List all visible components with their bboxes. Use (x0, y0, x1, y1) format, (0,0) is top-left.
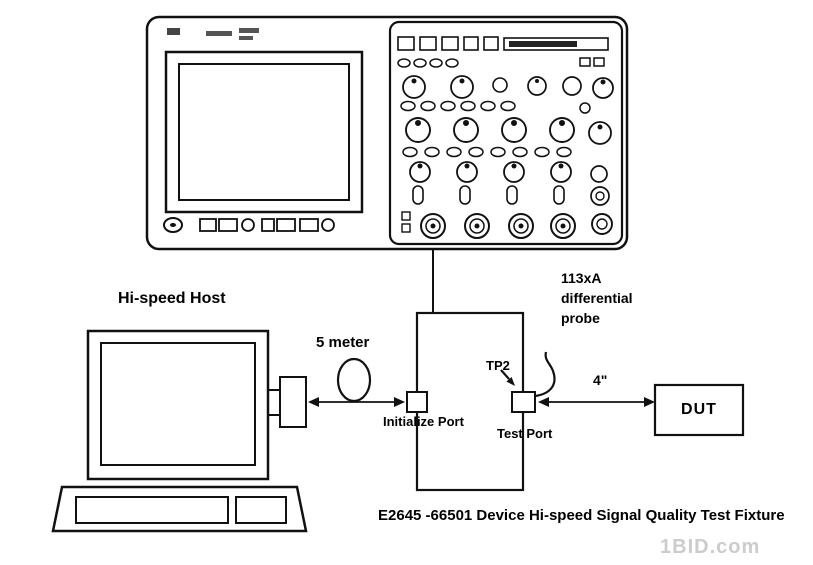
probe-label-line1: 113xA (561, 270, 602, 286)
test-fixture-drawing (406, 249, 536, 492)
dut-box-outline (653, 383, 745, 437)
tp2-arrow (500, 369, 515, 386)
cable-length-label: 5 meter (316, 334, 370, 351)
tp2-label: TP2 (486, 358, 510, 373)
watermark: 1BID.com (660, 536, 761, 558)
dut-label: DUT (681, 401, 717, 418)
probe-label: 113xA differential probe (561, 268, 633, 328)
host-computer-drawing (51, 329, 308, 533)
figure-caption: E2645 -66501 Device Hi-speed Signal Qual… (378, 507, 785, 524)
initialize-port-label: Initialize Port (383, 414, 464, 429)
fixture-to-dut-arrow (538, 397, 655, 407)
probe-label-line2: differential (561, 290, 633, 306)
test-port-label: Test Port (497, 426, 553, 441)
dut-cable-length-label: 4" (593, 372, 608, 388)
oscilloscope-drawing (145, 15, 629, 251)
probe-label-line3: probe (561, 310, 600, 326)
host-to-fixture-arrow (308, 397, 405, 407)
test-port-shape (511, 391, 536, 413)
probe-cable-drawing (534, 351, 556, 398)
initialize-port-shape (406, 391, 428, 413)
cable-loop-drawing (336, 357, 372, 403)
host-label: Hi-speed Host (118, 290, 226, 307)
